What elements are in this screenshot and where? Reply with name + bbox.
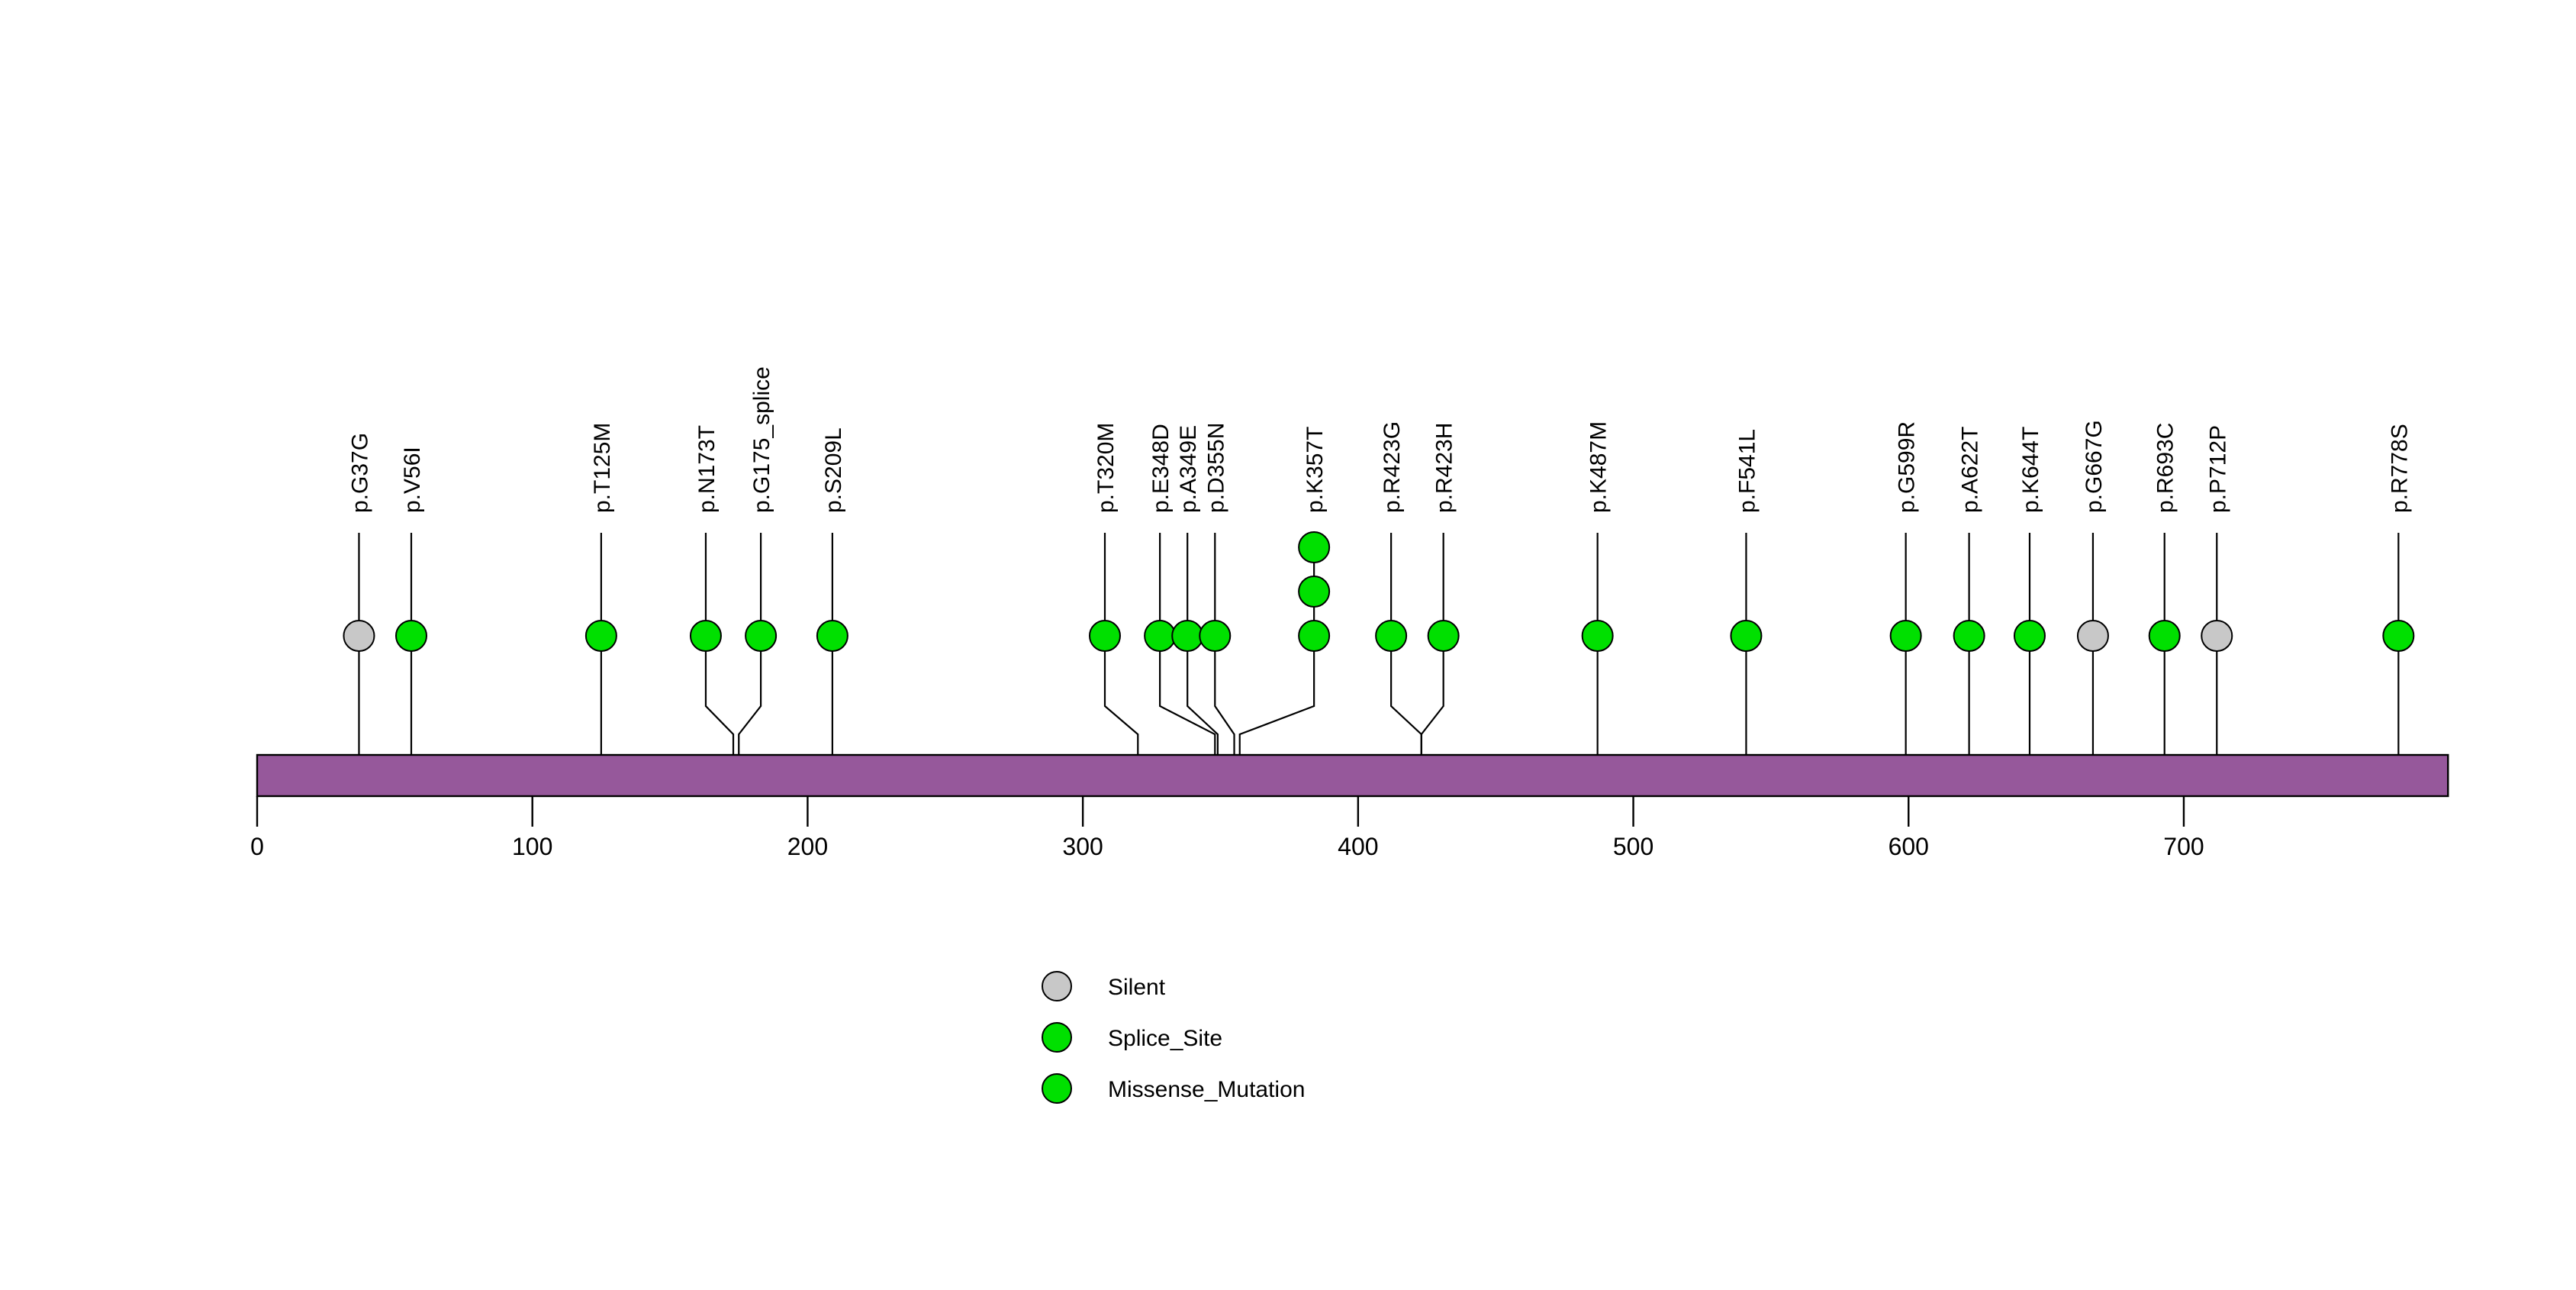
protein-bar-rect	[256, 753, 2449, 798]
axis-tick-label-700: 700	[2163, 833, 2204, 860]
mutation-label-p-R778S: p.R778S	[2387, 424, 2412, 513]
mutation-marker-p-G667G[interactable]	[2076, 620, 2109, 652]
legend-swatch-silent	[1042, 971, 1072, 1001]
mutation-label-p-D355N: p.D355N	[1203, 423, 1228, 513]
axis-tick-label-0: 0	[250, 833, 264, 860]
mutation-label-p-R423G: p.R423G	[1380, 421, 1405, 513]
position-axis: 0 100 200 300 400 500 600 700	[250, 796, 2204, 860]
mutation-marker-p-N173T[interactable]	[689, 620, 722, 652]
mutation-label-p-K487M: p.K487M	[1586, 421, 1612, 513]
mutation-marker-p-G175-splice[interactable]	[745, 620, 778, 652]
mutation-label-p-G667G: p.G667G	[2082, 420, 2107, 513]
mutation-marker-p-G37G[interactable]	[343, 620, 375, 652]
legend-label-missense_mutation: Missense_Mutation	[1108, 1077, 1305, 1102]
mutation-marker-p-R693C[interactable]	[2148, 620, 2181, 652]
axis-tick-label-100: 100	[512, 833, 552, 860]
axis-tick-label-400: 400	[1338, 833, 1378, 860]
mutation-label-p-G175-splice: p.G175_splice	[749, 366, 774, 513]
mutation-marker-p-T320M[interactable]	[1088, 620, 1121, 652]
mutation-label-p-R423H: p.R423H	[1432, 423, 1457, 513]
mutation-marker-p-K644T[interactable]	[2013, 620, 2046, 652]
mutation-label-p-A349E: p.A349E	[1176, 425, 1201, 513]
mutation-marker-p-K357T[interactable]	[1298, 620, 1331, 652]
legend-label-silent: Silent	[1108, 975, 1166, 1000]
mutation-label-p-A622T: p.A622T	[1958, 427, 1983, 513]
mutation-marker-p-R778S[interactable]	[2382, 620, 2415, 652]
mutation-marker-p-K357T[interactable]	[1298, 531, 1331, 563]
mutation-marker-p-F541L[interactable]	[1730, 620, 1763, 652]
mutation-marker-p-T125M[interactable]	[584, 620, 617, 652]
legend-label-splice_site: Splice_Site	[1108, 1026, 1222, 1051]
mutation-marker-p-E348D[interactable]	[1144, 620, 1177, 652]
mutation-label-p-K644T: p.K644T	[2018, 427, 2043, 513]
mutation-marker-p-V56I[interactable]	[394, 620, 427, 652]
mutation-label-p-G599R: p.G599R	[1895, 421, 1920, 513]
mutation-marker-p-G599R[interactable]	[1889, 620, 1922, 652]
mutation-label-p-T125M: p.T125M	[590, 423, 615, 513]
mutation-marker-p-A349E[interactable]	[1171, 620, 1204, 652]
mutation-label-p-V56I: p.V56I	[400, 447, 425, 513]
mutation-marker-p-A622T[interactable]	[1953, 620, 1985, 652]
mutation-label-p-G37G: p.G37G	[347, 433, 372, 513]
mutation-marker-p-R423G[interactable]	[1375, 620, 1408, 652]
mutation-marker-p-P712P[interactable]	[2201, 620, 2233, 652]
mutation-label-p-P712P: p.P712P	[2205, 425, 2230, 513]
legend-swatch-missense_mutation	[1042, 1073, 1072, 1104]
axis-tick-label-500: 500	[1613, 833, 1653, 860]
lollipop-labels-layer: p.G37G p.V56I p.T125M p.N173T p.G175_splice p…	[347, 366, 2412, 513]
mutation-label-p-R693C: p.R693C	[2153, 423, 2178, 513]
lollipop-markers-layer	[343, 531, 2415, 652]
mutation-marker-p-K487M[interactable]	[1581, 620, 1614, 652]
axis-tick-label-600: 600	[1889, 833, 1929, 860]
mutation-marker-p-K357T[interactable]	[1298, 576, 1331, 608]
mutation-marker-p-D355N[interactable]	[1199, 620, 1232, 652]
legend-swatch-splice_site	[1042, 1022, 1072, 1053]
mutation-marker-p-S209L[interactable]	[816, 620, 848, 652]
mutation-label-p-F541L: p.F541L	[1734, 429, 1760, 513]
mutation-marker-p-R423H[interactable]	[1427, 620, 1460, 652]
mutation-label-p-T320M: p.T320M	[1093, 423, 1119, 513]
axis-tick-label-300: 300	[1062, 833, 1103, 860]
mutation-label-p-K357T: p.K357T	[1302, 427, 1328, 513]
protein-domain-bar	[256, 753, 2449, 798]
axis-tick-label-200: 200	[787, 833, 828, 860]
mutation-label-p-E348D: p.E348D	[1148, 424, 1174, 513]
mutation-label-p-S209L: p.S209L	[821, 427, 846, 513]
mutation-label-p-N173T: p.N173T	[694, 425, 720, 513]
